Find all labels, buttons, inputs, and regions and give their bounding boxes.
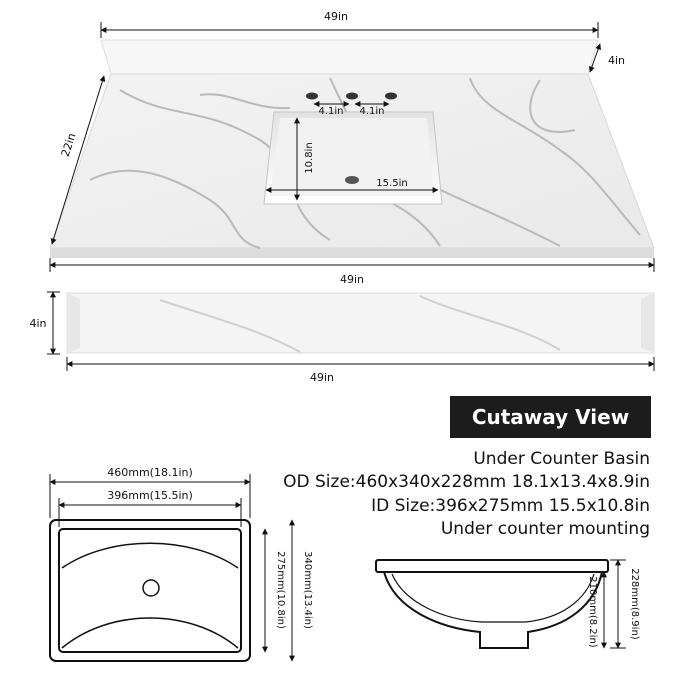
countertop-front-edge	[50, 248, 654, 258]
basin-bowl	[270, 118, 434, 196]
basin-outer-width-label: 460mm(18.1in)	[107, 466, 193, 479]
basin-side-view	[375, 559, 609, 649]
backsplash-width-label: 49in	[310, 371, 334, 384]
basin-width-label: 15.5in	[376, 178, 407, 189]
faucet-spacing-left-label: 4.1in	[318, 106, 343, 117]
basin-outer-depth-label: 340mm(13.4in)	[302, 551, 313, 629]
width-bottom-label: 49in	[340, 273, 364, 286]
backsplash-illustration	[66, 292, 655, 354]
cutaway-view-badge: Cutaway View	[450, 396, 651, 438]
backsplash-height-label: 4in	[29, 317, 46, 330]
width-top-label: 49in	[324, 10, 348, 23]
faucet-spacing-right-label: 4.1in	[359, 106, 384, 117]
basin-inner-width-label: 396mm(15.5in)	[107, 489, 193, 502]
basin-top-view	[49, 519, 251, 662]
spec-od-size: OD Size:460x340x228mm 18.1x13.4x8.9in	[283, 472, 650, 492]
basin-inner-height-label: 210mm(8.2in)	[587, 576, 598, 647]
basin-inner-depth-label: 275mm(10.8in)	[275, 551, 286, 629]
basin-outer-height-label: 228mm(8.9in)	[629, 568, 640, 639]
faucet-holes	[306, 92, 397, 100]
spec-id-size: ID Size:396x275mm 15.5x10.8in	[371, 496, 650, 516]
basin-drain	[345, 176, 359, 184]
countertop-illustration	[49, 39, 655, 258]
spec-basin-type: Under Counter Basin	[473, 449, 650, 469]
basin-height-label: 10.8in	[304, 142, 315, 173]
depth-label: 22in	[59, 131, 79, 158]
backsplash-face	[100, 39, 599, 75]
spec-mounting: Under counter mounting	[440, 519, 650, 539]
backsplash-height-label: 4in	[608, 54, 625, 67]
